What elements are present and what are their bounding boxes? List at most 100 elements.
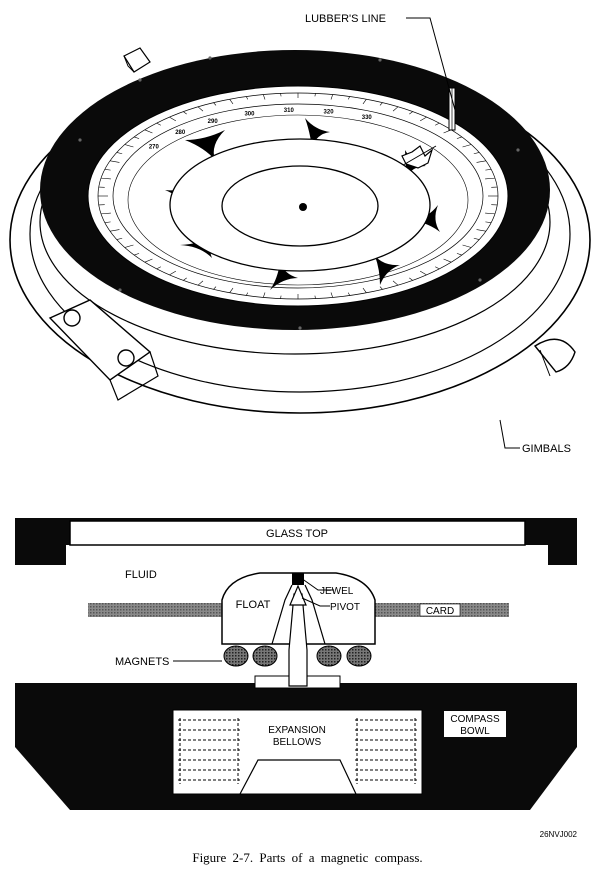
degree-tick xyxy=(314,295,316,299)
degree-tick xyxy=(435,122,440,126)
degree-tick xyxy=(476,160,486,163)
degree-tick xyxy=(245,96,249,100)
degree-tick xyxy=(169,270,177,276)
degree-tick xyxy=(144,258,153,263)
card-scallop-ring xyxy=(127,114,469,286)
figure-caption: Figure 2-7. Parts of a magnetic compass. xyxy=(192,850,423,865)
card-pivot-dot xyxy=(299,203,307,211)
degree-number: 290 xyxy=(208,119,219,125)
degree-tick xyxy=(362,99,367,105)
degree-number: 310 xyxy=(284,108,295,114)
degree-tick xyxy=(197,106,204,112)
degree-tick xyxy=(116,237,123,240)
compass-top-view: 270 280 290 300 310 320 330 xyxy=(9,13,591,455)
degree-tick xyxy=(485,212,495,215)
gimbal-pin-top-left xyxy=(123,47,151,73)
degree-tick xyxy=(330,292,334,298)
gimbal-bracket xyxy=(48,299,159,401)
degree-tick xyxy=(104,221,111,223)
degree-tick xyxy=(229,99,234,105)
magnets-label: MAGNETS xyxy=(115,656,169,668)
degree-ticks: 270 280 290 300 310 320 330 xyxy=(98,93,498,299)
lubbers-line-post xyxy=(448,87,456,131)
degree-tick xyxy=(280,295,282,299)
degree-number: 330 xyxy=(362,115,373,121)
degree-number: 270 xyxy=(149,145,160,151)
degree-tick xyxy=(197,280,204,286)
bellows-raised-center xyxy=(239,759,357,795)
degree-tick xyxy=(476,229,486,232)
compass-cross-section: GLASS TOP EXPANSION BELLOWS COMPASS BOWL… xyxy=(15,518,577,810)
degree-ring-inner xyxy=(112,103,484,289)
jewel-label: JEWEL xyxy=(320,586,354,597)
bellows-folds-left xyxy=(178,718,240,784)
degree-tick xyxy=(456,253,462,256)
magnets xyxy=(223,645,372,667)
degree-tick xyxy=(462,144,472,148)
degree-tick xyxy=(183,111,187,115)
gimbals-label: GIMBALS xyxy=(522,443,571,455)
degree-tick xyxy=(379,102,383,106)
degree-tick xyxy=(409,111,413,115)
degree-tick xyxy=(379,286,383,290)
degree-tick xyxy=(330,94,334,100)
degree-tick xyxy=(104,169,111,171)
degree-tick xyxy=(462,244,472,248)
degree-tick xyxy=(213,102,217,106)
degree-tick xyxy=(314,93,316,97)
glass-top xyxy=(69,520,526,546)
degree-tick xyxy=(409,277,413,281)
glass-top-label: GLASS TOP xyxy=(266,528,328,540)
degree-tick xyxy=(419,270,427,276)
pivot-cone xyxy=(289,584,307,606)
degree-number: 280 xyxy=(175,130,186,136)
expansion-label: EXPANSION xyxy=(268,725,326,736)
degree-tick xyxy=(183,277,187,281)
float-cavity-left xyxy=(271,584,293,645)
figure-code: 26NVJ002 xyxy=(540,830,578,839)
degree-tick xyxy=(419,116,427,122)
pivot-callout xyxy=(301,597,330,607)
degree-number: 320 xyxy=(324,109,335,115)
bowl-label: BOWL xyxy=(460,726,490,737)
degree-tick xyxy=(124,244,134,248)
pivot-label: PIVOT xyxy=(330,602,360,613)
degree-tick xyxy=(101,212,111,215)
compass-label: COMPASS xyxy=(450,714,500,725)
degree-number: 300 xyxy=(244,111,255,117)
bezel-screws xyxy=(78,56,520,330)
degree-tick xyxy=(169,116,177,122)
card-label: CARD xyxy=(426,606,454,617)
degree-tick xyxy=(213,286,217,290)
compass-card-bar-left xyxy=(88,603,223,617)
callout-gimbals xyxy=(499,419,520,449)
degree-tick xyxy=(435,266,440,270)
jewel xyxy=(292,573,304,585)
callout-lubbers-line xyxy=(406,17,456,111)
degree-tick xyxy=(262,292,266,298)
degree-tick xyxy=(485,177,495,180)
degree-tick xyxy=(347,96,351,100)
degree-tick xyxy=(485,221,492,223)
degree-tick xyxy=(473,237,480,240)
bellows-folds-right xyxy=(355,718,417,784)
degree-tick xyxy=(229,287,234,293)
degree-tick xyxy=(134,136,140,139)
degree-tick xyxy=(392,280,399,286)
degree-tick xyxy=(443,258,452,263)
degree-tick xyxy=(110,229,120,232)
degree-tick xyxy=(101,177,111,180)
degree-tick xyxy=(116,152,123,155)
expansion-bellows-chamber xyxy=(172,709,423,795)
gimbal-knob-right xyxy=(533,338,576,377)
degree-tick xyxy=(473,152,480,155)
card-label-box xyxy=(419,603,461,617)
degree-tick xyxy=(456,136,462,139)
degree-tick xyxy=(110,160,120,163)
degree-tick xyxy=(485,169,492,171)
compass-bowl-label-box xyxy=(444,711,506,737)
degree-tick xyxy=(245,292,249,296)
degree-tick xyxy=(392,106,399,112)
degree-tick xyxy=(262,94,266,100)
